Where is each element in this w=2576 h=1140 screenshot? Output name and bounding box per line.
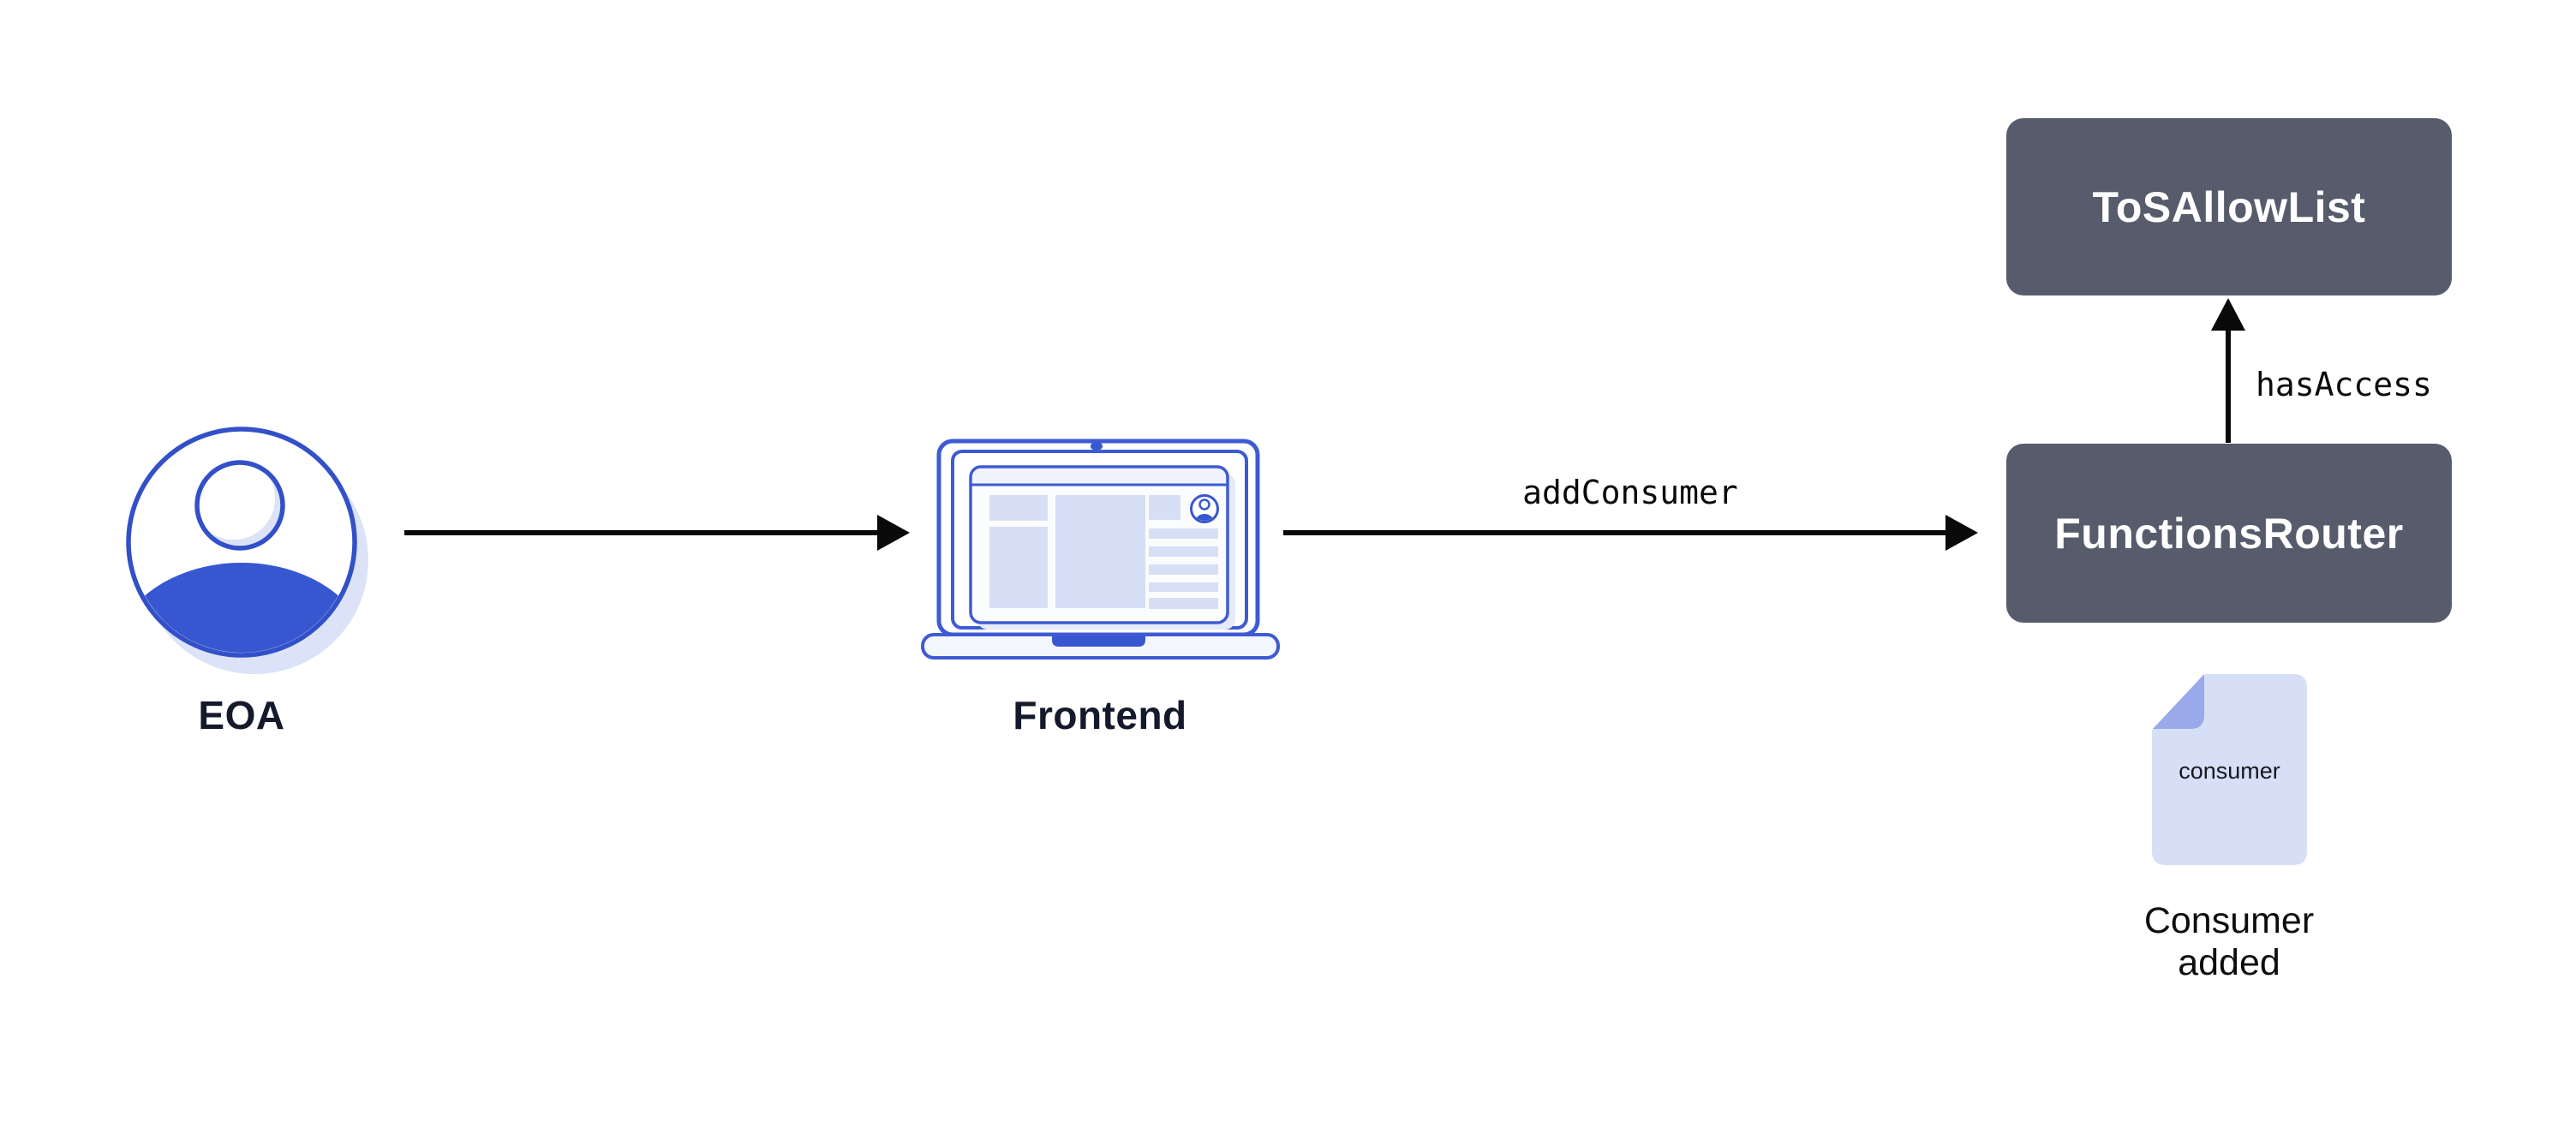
- node-frontend-label: Frontend: [1013, 693, 1187, 737]
- node-eoa-label: EOA: [198, 693, 285, 737]
- node-eoa: [105, 405, 379, 679]
- edge-label-hasaccess: hasAccess: [2256, 366, 2432, 403]
- edge-eoa-to-frontend: [404, 515, 910, 551]
- edge-label-addconsumer: addConsumer: [1522, 474, 1738, 511]
- node-functionsrouter-label: FunctionsRouter: [2054, 509, 2404, 558]
- user-icon: [126, 427, 368, 674]
- node-functionsrouter: FunctionsRouter: [2006, 444, 2452, 623]
- node-consumer-file: [2140, 668, 2320, 882]
- consumer-file-caption: Consumer added: [2143, 900, 2315, 983]
- edge-functionsrouter-to-tosallowlist: [2211, 298, 2245, 443]
- node-tosallowlist-label: ToSAllowList: [2092, 182, 2366, 231]
- document-icon: [2152, 674, 2307, 865]
- edge-frontend-to-functionsrouter: [1283, 515, 1978, 551]
- laptop-icon: [921, 439, 1280, 660]
- consumer-file-label: consumer: [2179, 758, 2280, 784]
- node-tosallowlist: ToSAllowList: [2006, 118, 2452, 295]
- node-frontend: [915, 435, 1283, 660]
